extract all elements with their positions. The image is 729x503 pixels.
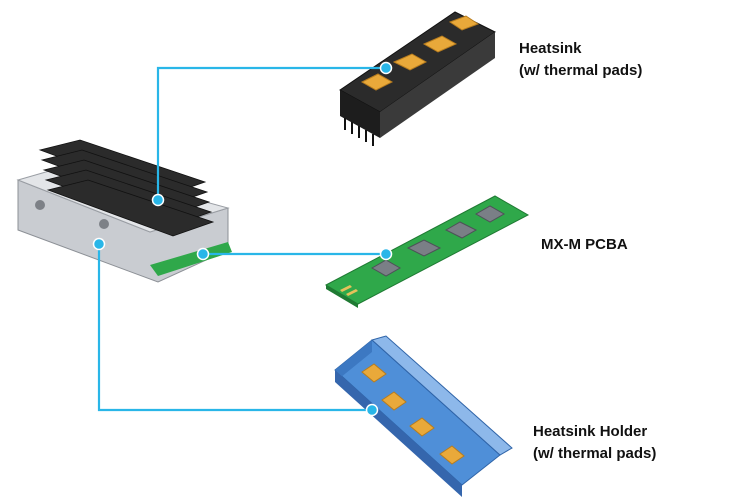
heatsink-part: [339, 11, 496, 146]
assembly-screw-right: [99, 219, 109, 229]
label-heatsink-holder: Heatsink Holder (w/ thermal pads): [533, 421, 656, 465]
connector-lines: [97, 66, 386, 412]
label-heatsink-line1: Heatsink: [519, 40, 582, 57]
pcb-chip: [474, 205, 506, 223]
assembly-heatsink-fins: [38, 139, 215, 237]
assembled-module: [16, 139, 232, 283]
label-pcba-line1: MX-M PCBA: [541, 236, 628, 253]
connector-dots: [92, 61, 393, 417]
pcb-chips: [370, 205, 506, 277]
label-holder-line2: (w/ thermal pads): [533, 445, 657, 462]
connector-holder: [97, 244, 372, 412]
holder-part: [334, 335, 513, 497]
label-pcba: MX-M PCBA: [541, 234, 628, 256]
dot-holder-end: [365, 403, 379, 417]
dot-pcba-start: [196, 247, 210, 261]
pcb-chip: [406, 239, 442, 257]
dot-holder-start: [92, 237, 106, 251]
holder-front-wall: [335, 370, 462, 497]
assembly-screw-left: [35, 200, 45, 210]
pcba-part: [324, 195, 530, 308]
dot-heatsink-start: [151, 193, 165, 207]
heatsink-thermal-pads: [360, 15, 480, 91]
pcb-connector-pins: [340, 285, 358, 296]
label-holder-line1: Heatsink Holder: [533, 423, 648, 440]
connector-heatsink: [156, 66, 386, 200]
holder-left-wall: [335, 340, 372, 382]
label-heatsink: Heatsink (w/ thermal pads): [519, 38, 642, 82]
pcb-chip: [444, 221, 478, 239]
holder-right-wall: [370, 335, 513, 456]
holder-thermal-pads: [361, 363, 465, 465]
heatsink-side-face: [340, 90, 380, 138]
pcb-board-edge: [326, 285, 358, 308]
heatsink-fin-edges: [344, 118, 374, 146]
dot-pcba-end: [379, 247, 393, 261]
dot-heatsink-end: [379, 61, 393, 75]
heatsink-front-face: [380, 32, 495, 138]
pcb-chip: [370, 259, 402, 277]
label-heatsink-line2: (w/ thermal pads): [519, 62, 643, 79]
assembly-pcb-edge: [150, 242, 232, 276]
